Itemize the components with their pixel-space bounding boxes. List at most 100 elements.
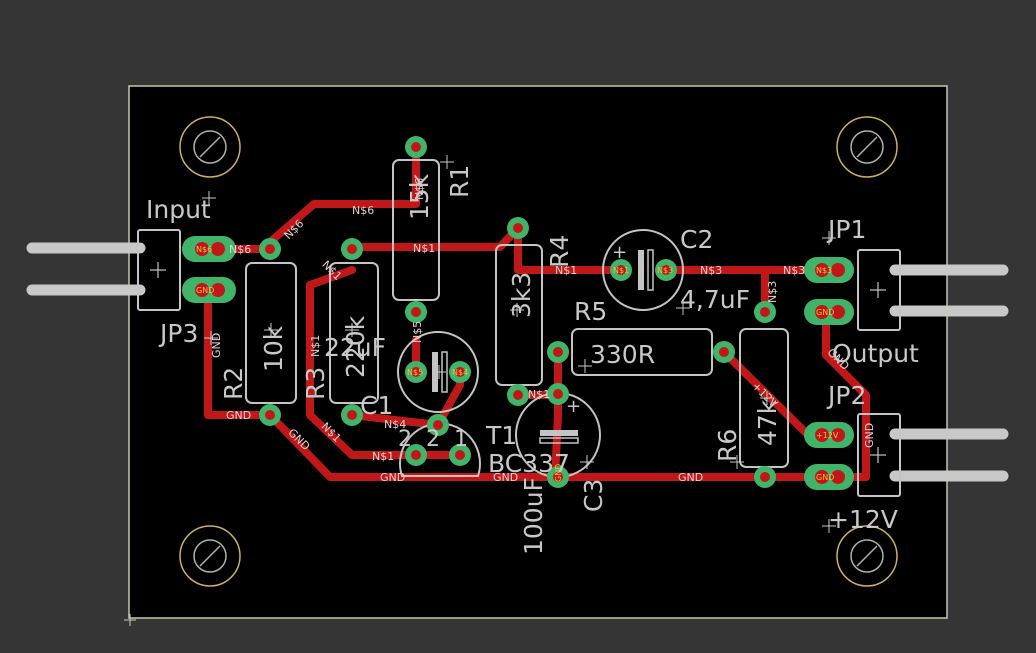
- pad-r4-1: [507, 217, 529, 239]
- pad-jp3-2: [182, 277, 236, 303]
- svg-text:N$1: N$1: [555, 264, 577, 277]
- label-r1-value: 15k: [405, 173, 434, 220]
- svg-text:N$4: N$4: [384, 418, 406, 431]
- pad-r2-2: [259, 404, 281, 426]
- label-r4: R4: [545, 235, 574, 268]
- pad-jp3-1: [182, 236, 236, 262]
- pad-jp2-2: [804, 464, 854, 490]
- svg-text:GND: GND: [816, 473, 834, 482]
- label-t1-pin-c: 1: [454, 427, 468, 452]
- pad-r4-2: [507, 384, 529, 406]
- pad-t1-1: [405, 444, 427, 466]
- origin-cross: [124, 614, 136, 626]
- c1-outline: [397, 331, 479, 413]
- pad-jp1-1: [804, 257, 854, 283]
- svg-text:N$5: N$5: [411, 321, 424, 343]
- label-input: Input: [146, 195, 211, 224]
- pad-r1-1: [405, 136, 427, 158]
- jp2-outline: [857, 413, 901, 497]
- pad-r5-1: [547, 341, 569, 363]
- pad-jp2-1: [804, 422, 854, 448]
- r3-outline: [329, 262, 379, 404]
- label-r3: R3: [301, 367, 330, 400]
- pad-r2-1: [259, 238, 281, 260]
- svg-text:N$1: N$1: [372, 450, 394, 463]
- label-r2: R2: [219, 367, 248, 400]
- origin-markers: [202, 155, 836, 533]
- svg-text:GND: GND: [380, 471, 405, 484]
- svg-text:GND: GND: [678, 471, 703, 484]
- label-t1-pin-b: 2: [426, 427, 440, 452]
- svg-text:+: +: [612, 242, 627, 263]
- pad-jp1-2: [804, 299, 854, 325]
- pads: [182, 136, 854, 490]
- pad-c1-1: [405, 361, 427, 383]
- pad-c3-1: [547, 383, 569, 405]
- svg-text:N$1: N$1: [613, 266, 629, 275]
- component-labels: Input JP3 JP1 Output JP2 +12V R1 15k R2 …: [146, 165, 919, 555]
- svg-text:N$6: N$6: [352, 204, 374, 217]
- label-r1: R1: [445, 165, 474, 198]
- jp1-outline: [857, 249, 901, 331]
- pad-net-labels: N$6 GND N$3 GND +12V GND N$5 N$4 N$1 N$3…: [196, 245, 839, 482]
- label-12v: +12V: [828, 505, 898, 534]
- trace-net-labels: N$6 N$6 N$6 N$6 N$1 N$1 N$3 N$3 N$3 N$1 …: [210, 178, 876, 484]
- label-r4-value: 3k3: [507, 272, 536, 318]
- pad-t1-3: [449, 444, 471, 466]
- pad-t1-2: [427, 414, 449, 436]
- r5-outline: [571, 328, 713, 376]
- mounting-hole-bottom-left: [179, 525, 241, 587]
- trace-n6: [198, 143, 420, 253]
- pad-c1-2: [449, 361, 471, 383]
- label-jp1: JP1: [826, 215, 866, 244]
- trace-n4: [348, 411, 442, 429]
- trace-n1-base: [306, 266, 464, 459]
- svg-text:GND: GND: [816, 308, 834, 317]
- svg-text:GND: GND: [210, 333, 223, 358]
- label-r5-value: 330R: [590, 340, 655, 369]
- label-c1: C1: [360, 391, 393, 420]
- label-c3-value: 100uF: [519, 477, 548, 555]
- label-r6-value: 47k: [753, 399, 782, 446]
- svg-text:+12V: +12V: [816, 431, 839, 440]
- label-c1-value: 22uF: [324, 333, 386, 362]
- svg-text:N$3: N$3: [816, 266, 832, 275]
- svg-text:N$6: N$6: [229, 243, 251, 256]
- pad-r1-2: [405, 301, 427, 323]
- svg-text:N$1: N$1: [413, 242, 435, 255]
- label-t1-pin-a: 2: [398, 427, 412, 452]
- mounting-hole-bottom-right: [836, 525, 898, 587]
- svg-text:N$3: N$3: [766, 281, 779, 303]
- r1-outline: [392, 159, 440, 301]
- label-t1-value: BC337: [488, 449, 570, 478]
- pad-c3-2: [547, 466, 569, 488]
- pad-r3-1: [341, 238, 363, 260]
- svg-text:GND: GND: [226, 409, 251, 422]
- jp3-outline: [137, 229, 181, 311]
- pad-c2-1: [610, 259, 632, 281]
- label-c2-value: 4,7uF: [680, 285, 750, 314]
- label-jp3: JP3: [158, 319, 198, 348]
- svg-text:GND: GND: [554, 464, 563, 482]
- svg-text:GND: GND: [863, 423, 876, 448]
- svg-text:N$6: N$6: [196, 245, 212, 254]
- svg-text:GND: GND: [493, 471, 518, 484]
- board-outline: [128, 85, 948, 619]
- header-pins: [26, 242, 1009, 482]
- svg-text:N$3: N$3: [657, 266, 673, 275]
- mounting-hole-top-left: [179, 116, 241, 178]
- label-r5: R5: [574, 297, 607, 326]
- trace-gnd-c3: [551, 348, 562, 481]
- label-c2: C2: [680, 225, 713, 254]
- pad-r3-2: [341, 404, 363, 426]
- mounting-hole-top-right: [836, 116, 898, 178]
- svg-text:N$3: N$3: [783, 264, 805, 277]
- label-r2-value: 10k: [259, 325, 288, 372]
- label-output: Output: [832, 339, 919, 368]
- pad-r6-2: [754, 466, 776, 488]
- label-t1: T1: [485, 421, 517, 450]
- svg-text:N$1: N$1: [528, 388, 550, 401]
- svg-text:N$5: N$5: [407, 368, 423, 377]
